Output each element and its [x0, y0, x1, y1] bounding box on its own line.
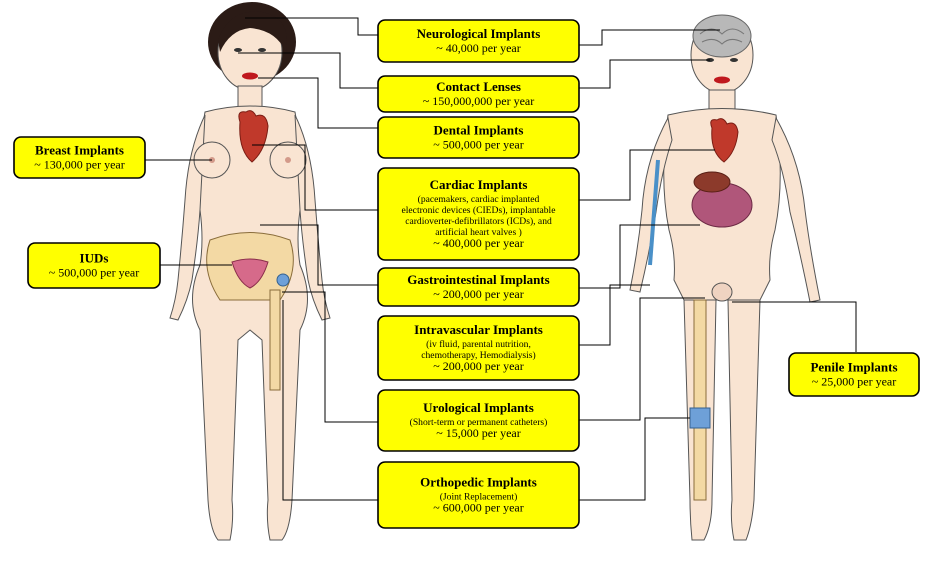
hip-implant	[276, 273, 290, 287]
iuds-count: ~ 500,000 per year	[49, 266, 139, 280]
cardiac-description-line: cardioverter-defibrillators (ICDs), and	[405, 216, 552, 227]
dental-box-background	[377, 116, 580, 159]
gastrointestinal-implant-box: Gastrointestinal Implants~ 200,000 per y…	[377, 267, 580, 307]
neurological-box-background	[377, 19, 580, 63]
orthopedic-title: Orthopedic Implants	[420, 475, 537, 490]
orthopedic-count: ~ 600,000 per year	[433, 501, 523, 515]
cardiac-description-line: artificial heart valves )	[435, 227, 522, 238]
iuds-box-background	[27, 242, 161, 289]
urological-box-background	[377, 389, 580, 452]
gastrointestinal-count: ~ 200,000 per year	[433, 287, 523, 301]
implant-label-boxes: Neurological Implants~ 40,000 per yearCo…	[13, 19, 920, 529]
gastrointestinal-box-background	[377, 267, 580, 307]
orthopedic-box-background	[377, 461, 580, 529]
gastrointestinal-title: Gastrointestinal Implants	[407, 272, 549, 287]
dental-title: Dental Implants	[434, 123, 524, 138]
penile-box-background	[788, 352, 920, 397]
contact-lenses-box-background	[377, 75, 580, 113]
cardiac-implant-box: Cardiac Implants (pacemakers, cardiac imp…	[377, 167, 580, 261]
intravascular-implant-box: Intravascular Implants (iv fluid, parenta…	[377, 315, 580, 381]
female-lips	[242, 72, 258, 80]
penile-implant-box: Penile Implants~ 25,000 per year	[788, 352, 920, 397]
breast-implant-box: Breast Implants~ 130,000 per year	[13, 136, 146, 179]
male-heart	[710, 118, 739, 163]
cardiac-title: Cardiac Implants	[430, 177, 528, 192]
dental-implant-box: Dental Implants~ 500,000 per year	[377, 116, 580, 159]
male-lips	[714, 76, 730, 84]
cardiac-description-line: (pacemakers, cardiac implanted	[418, 194, 540, 205]
breast-box-background	[13, 136, 146, 179]
contact-lenses-title: Contact Lenses	[436, 79, 521, 94]
intravascular-description-line: chemotherapy, Hemodialysis)	[421, 350, 535, 361]
neurological-title: Neurological Implants	[417, 26, 541, 41]
dental-count: ~ 500,000 per year	[433, 138, 523, 152]
knee-implant	[689, 407, 711, 429]
male-arm-vessel	[648, 159, 660, 266]
neurological-count: ~ 40,000 per year	[436, 41, 520, 55]
intravascular-box-background	[377, 315, 580, 381]
orthopedic-description-line: (Joint Replacement)	[440, 492, 518, 503]
urological-implant-box: Urological Implants (Short-term or perman…	[377, 389, 580, 452]
penile-count: ~ 25,000 per year	[812, 375, 896, 389]
urological-title: Urological Implants	[423, 400, 534, 415]
urological-count: ~ 15,000 per year	[436, 426, 520, 440]
male-genital-region	[711, 282, 733, 302]
female-heart	[238, 110, 269, 163]
cardiac-count: ~ 400,000 per year	[433, 236, 523, 250]
female-femur	[269, 289, 281, 391]
intravascular-description-line: (iv fluid, parental nutrition,	[426, 339, 531, 350]
male-brain	[692, 14, 752, 58]
penile-title: Penile Implants	[810, 360, 897, 375]
breast-title: Breast Implants	[35, 143, 124, 158]
leader-lines	[145, 17, 857, 501]
male-body-figure	[629, 14, 821, 541]
contact-lenses-implant-box: Contact Lenses~ 150,000,000 per year	[377, 75, 580, 113]
male-liver	[693, 171, 731, 193]
female-uterus	[231, 258, 269, 289]
male-leg-bone	[693, 299, 707, 501]
neurological-implant-box: Neurological Implants~ 40,000 per year	[377, 19, 580, 63]
iuds-implant-box: IUDs~ 500,000 per year	[27, 242, 161, 289]
urological-description-line: (Short-term or permanent catheters)	[410, 417, 548, 428]
breast-count: ~ 130,000 per year	[34, 158, 124, 172]
cardiac-description-line: electronic devices (CIEDs), implantable	[402, 205, 556, 216]
iuds-title: IUDs	[80, 251, 109, 266]
contact-lenses-count: ~ 150,000,000 per year	[423, 94, 534, 108]
female-body-figure	[169, 2, 331, 541]
orthopedic-implant-box: Orthopedic Implants (Joint Replacement)~ …	[377, 461, 580, 529]
cardiac-box-background	[377, 167, 580, 261]
intravascular-title: Intravascular Implants	[414, 322, 543, 337]
intravascular-count: ~ 200,000 per year	[433, 359, 523, 373]
